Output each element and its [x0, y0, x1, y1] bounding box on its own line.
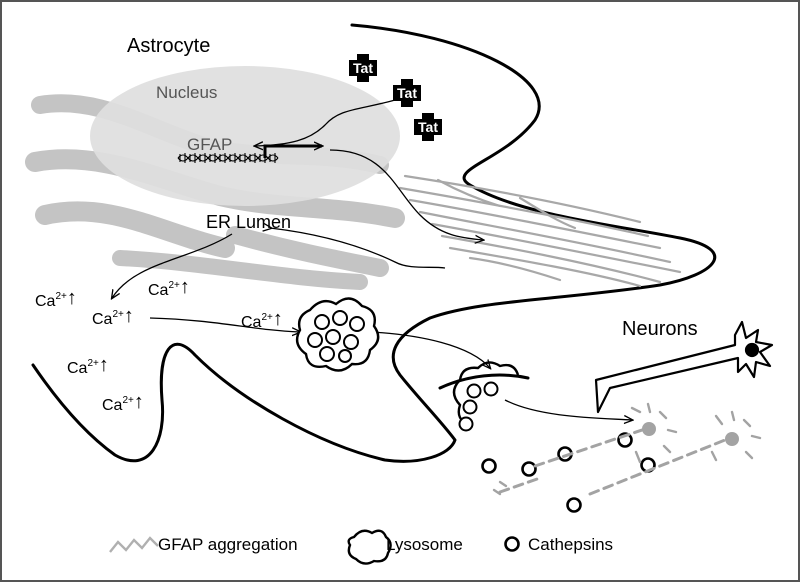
degenerating-neurons [498, 426, 732, 496]
calcium-indicator: Ca2+↑ [148, 276, 190, 299]
astrocyte-membrane [31, 23, 717, 463]
tat-label: Tat [418, 119, 438, 135]
released-cathepsins [481, 432, 656, 513]
calcium-indicator: Ca2+↑ [102, 391, 144, 414]
svg-text:Ca2+↑: Ca2+↑ [241, 308, 283, 331]
cathepsin-to-neuron-arrow [504, 399, 632, 420]
legend-gfap-aggregation: GFAP aggregation [158, 535, 298, 554]
gfap-aggregation-fibres [398, 174, 682, 288]
svg-text:Ca2+↑: Ca2+↑ [102, 391, 144, 414]
calcium-to-lysosome-arrow [149, 317, 300, 332]
legend-lysosome: Lysosome [386, 535, 463, 554]
tat-protein: Tat [414, 113, 442, 141]
nucleus [90, 66, 400, 206]
svg-text:Ca2+↑: Ca2+↑ [92, 305, 134, 328]
gfap-label: GFAP [187, 135, 232, 154]
neuron-debris-nucleus [725, 432, 739, 446]
cathepsin-legend-icon [504, 536, 520, 552]
neuron-debris-fragments [492, 402, 762, 496]
tat-label: Tat [353, 60, 373, 76]
neurons-label: Neurons [622, 318, 698, 340]
gfap-to-aggregation-arrow [329, 149, 483, 240]
tat-label: Tat [397, 85, 417, 101]
tat-protein: Tat [349, 54, 377, 82]
legend-cathepsins: Cathepsins [528, 535, 613, 554]
er-to-calcium-arrow [112, 233, 233, 298]
astrocyte-label: Astrocyte [127, 35, 210, 57]
svg-text:Ca2+↑: Ca2+↑ [35, 287, 77, 310]
calcium-indicator: Ca2+↑ [241, 308, 283, 331]
calcium-indicator: Ca2+↑ [35, 287, 77, 310]
neuron-debris-nucleus [642, 422, 656, 436]
svg-text:Ca2+↑: Ca2+↑ [67, 354, 109, 377]
tat-to-gfap-arrow [255, 99, 396, 146]
lysosome-to-membrane-arrow [371, 331, 490, 368]
nucleus-label: Nucleus [156, 83, 217, 102]
calcium-indicator: Ca2+↑ [67, 354, 109, 377]
pathway-arrows [112, 99, 632, 420]
svg-text:Ca2+↑: Ca2+↑ [148, 276, 190, 299]
legend: GFAP aggregation Lysosome Cathepsins [109, 529, 613, 565]
er-aggregation-arrow [270, 228, 446, 269]
tat-protein: Tat [393, 79, 421, 107]
lysosome-legend-icon [347, 529, 392, 565]
lysosome-exocytosis [452, 361, 520, 432]
calcium-signals: Ca2+↑ Ca2+↑ Ca2+↑ Ca2+↑ Ca2+↑ Ca2+↑ [35, 276, 283, 414]
lysosome [295, 297, 380, 372]
gfap-aggregation-legend-icon [109, 536, 159, 553]
calcium-indicator: Ca2+↑ [92, 305, 134, 328]
neuron [594, 320, 774, 414]
